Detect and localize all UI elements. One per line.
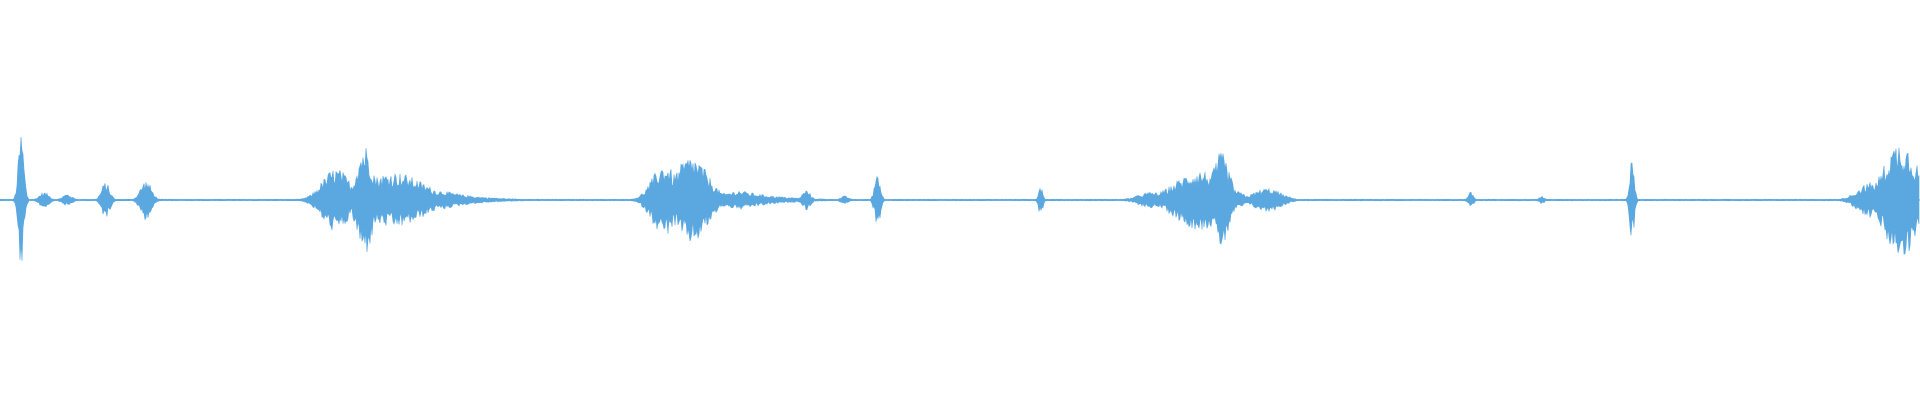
waveform-bars (0, 137, 1920, 261)
waveform-shape (0, 137, 1920, 261)
